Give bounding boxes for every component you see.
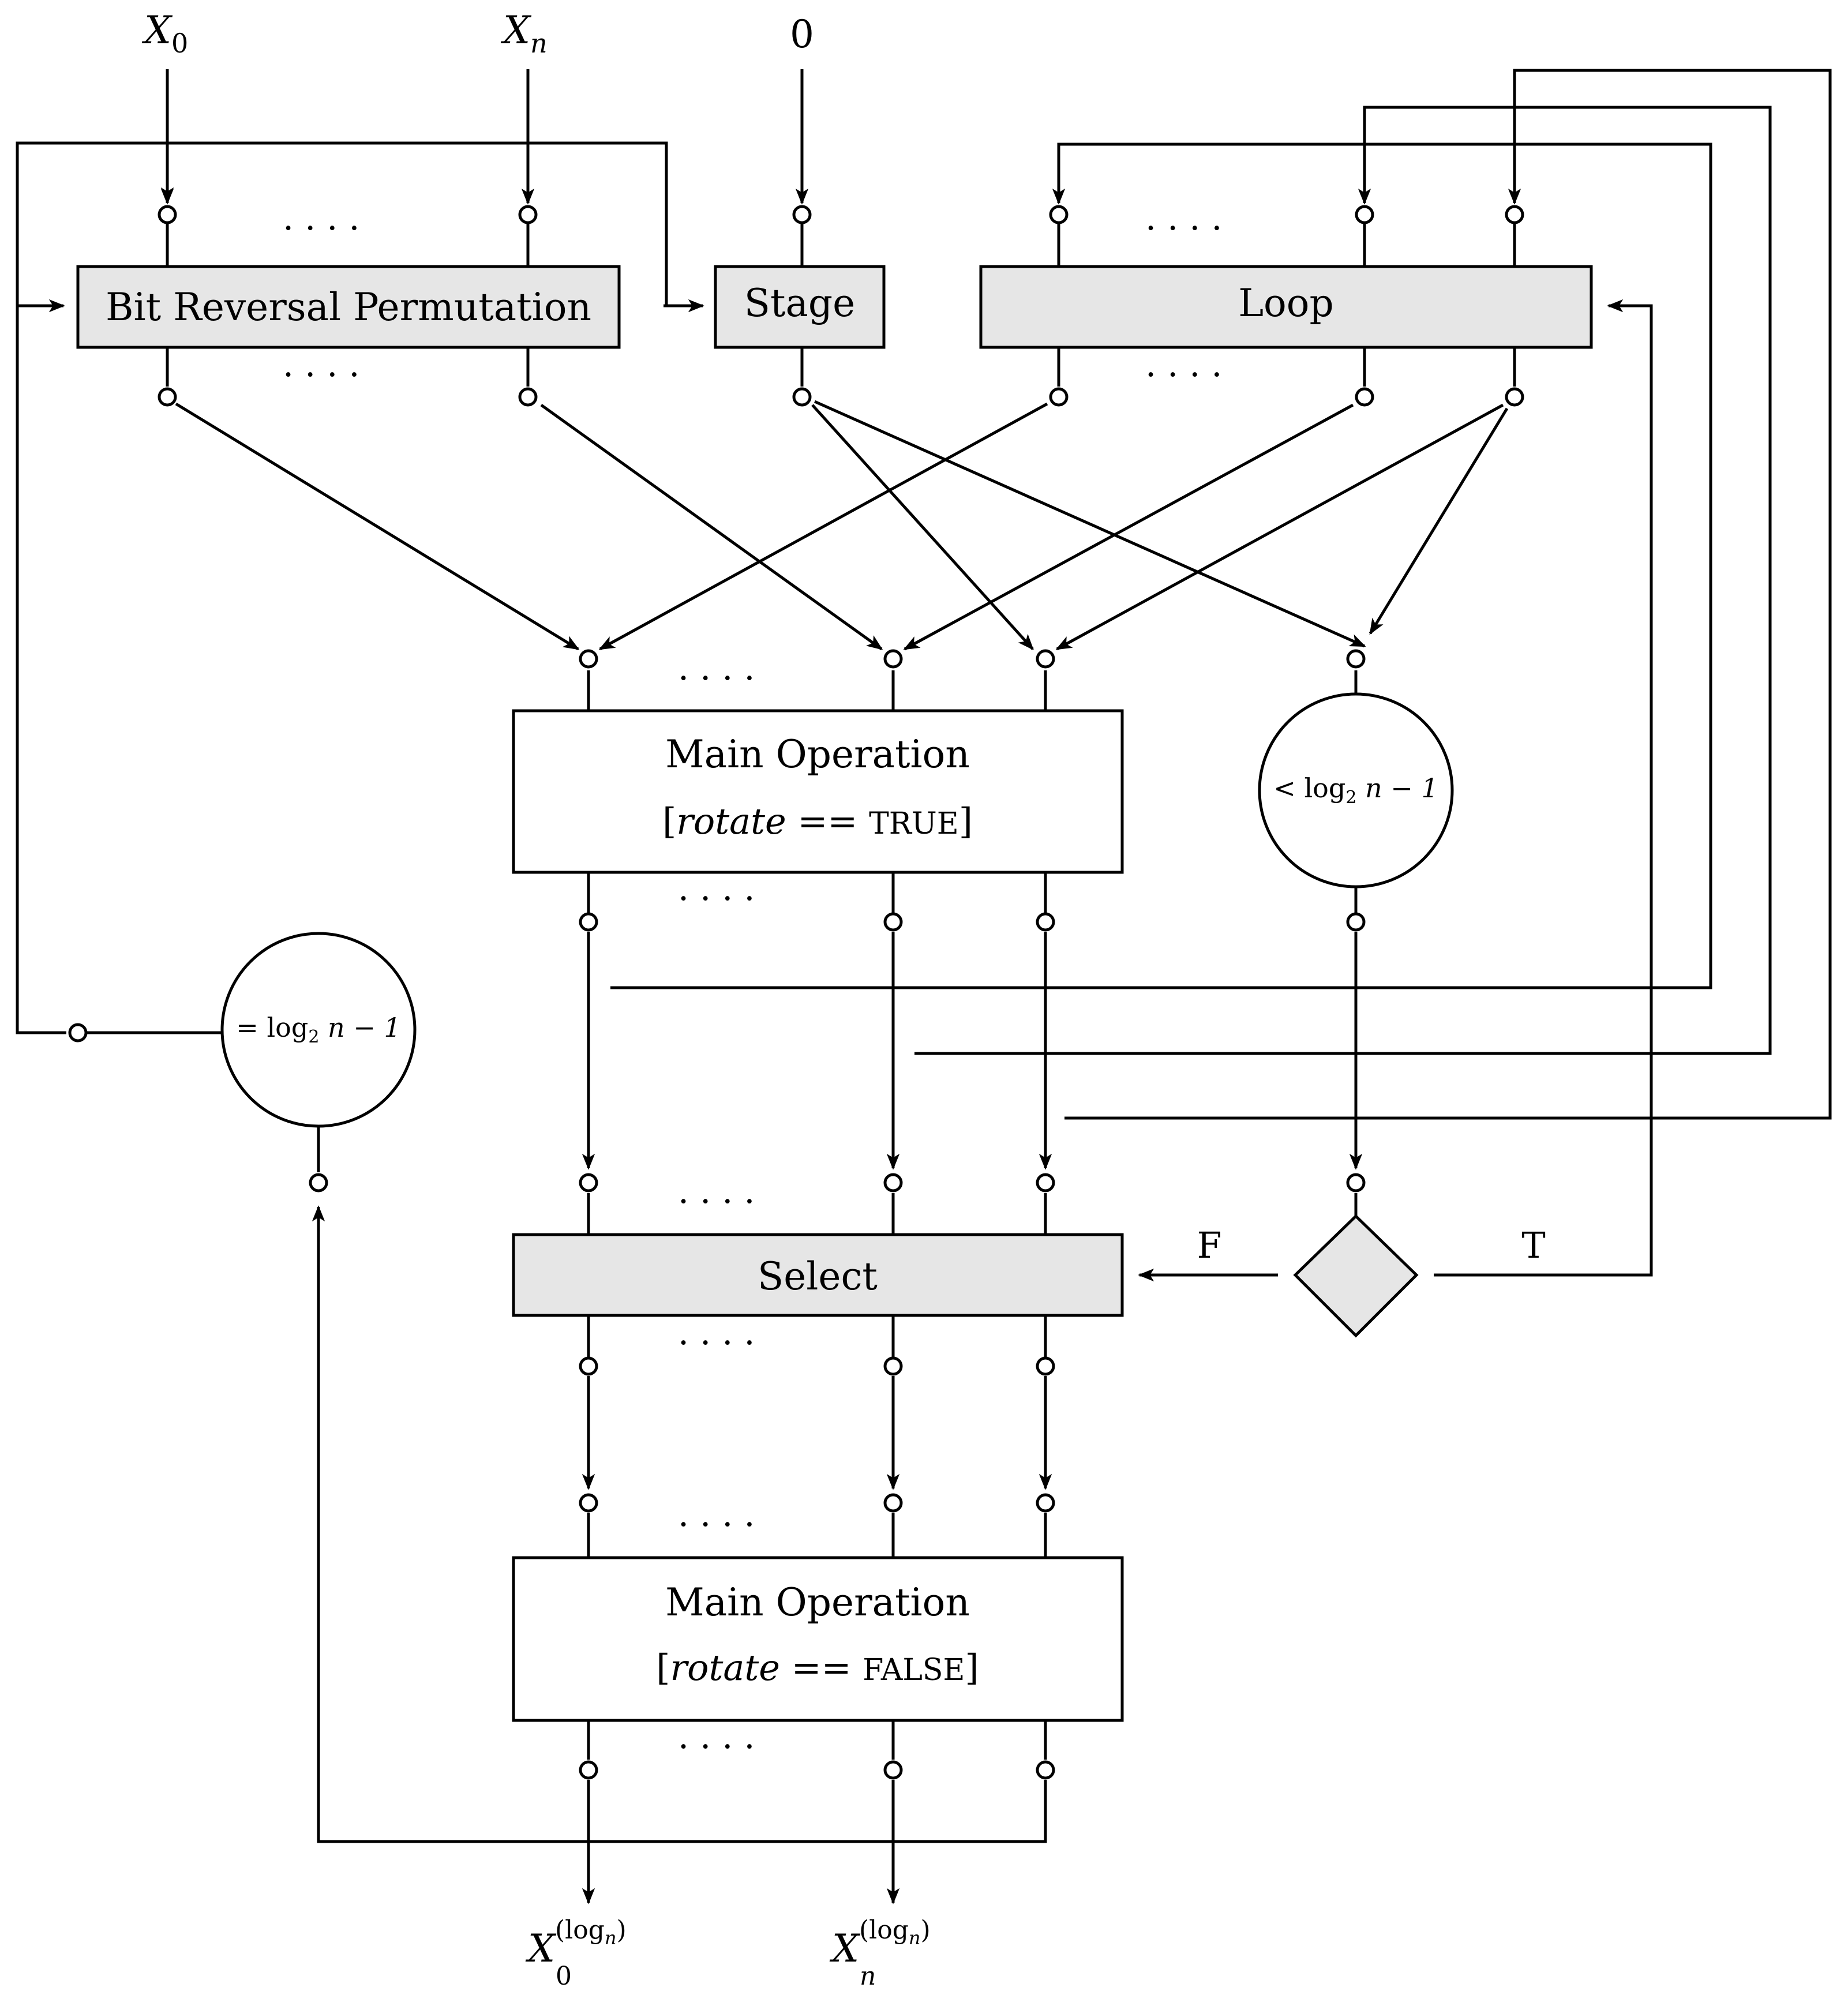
bit-reversal-block bbox=[76, 265, 621, 349]
false-branch-label: F bbox=[1197, 1224, 1221, 1266]
pin-node bbox=[883, 912, 903, 932]
feedback-wire-2 bbox=[914, 106, 1772, 1055]
ellipsis: . . . . bbox=[283, 344, 360, 385]
pin-node bbox=[1346, 649, 1366, 669]
pin-node bbox=[1049, 387, 1069, 407]
input-label-zero: 0 bbox=[790, 12, 814, 57]
pin-node bbox=[579, 1760, 598, 1780]
link-br0-mo1 bbox=[175, 402, 580, 651]
ellipsis: . . . . bbox=[678, 1494, 755, 1535]
link-brn-mo1 bbox=[540, 403, 883, 651]
pin-node bbox=[1036, 649, 1055, 669]
pin-node bbox=[1036, 912, 1055, 932]
ellipsis: . . . . bbox=[678, 1716, 755, 1757]
ellipsis: . . . . bbox=[1145, 198, 1223, 238]
ellipses: . . . . . . . . . . . . . . . . . . . . … bbox=[283, 198, 1223, 1757]
blocks bbox=[76, 265, 1593, 1722]
pin-node bbox=[1346, 912, 1366, 932]
pin-node bbox=[1355, 387, 1374, 407]
pin-node bbox=[1505, 205, 1524, 224]
true-branch-label: T bbox=[1521, 1224, 1545, 1266]
link-stage-mo1 bbox=[811, 404, 1034, 651]
equals-condition-circle bbox=[220, 932, 417, 1128]
output-label-xn: X(logn) bbox=[829, 1915, 931, 1971]
pin-node bbox=[1036, 1173, 1055, 1192]
pin-node bbox=[579, 649, 598, 669]
equals-label: = log2 n − 1 bbox=[236, 1012, 400, 1047]
pin-node bbox=[883, 1173, 903, 1192]
pin-node bbox=[518, 387, 538, 407]
pin-node bbox=[158, 205, 177, 224]
ellipsis: . . . . bbox=[678, 1312, 755, 1353]
pin-node bbox=[1036, 1356, 1055, 1376]
condition-labels: < log2 n − 1 = log2 n − 1 bbox=[236, 772, 1438, 1047]
pin-node bbox=[792, 205, 812, 224]
pin-node bbox=[792, 387, 812, 407]
pin-node bbox=[1036, 1760, 1055, 1780]
less-than-condition-circle bbox=[1258, 692, 1454, 888]
branch-true-wire bbox=[1434, 304, 1653, 1277]
main-op-false-title: Main Operation bbox=[665, 1580, 970, 1625]
link-loop2-cond bbox=[1369, 407, 1509, 635]
wire-layer bbox=[16, 69, 1832, 1904]
pin-node bbox=[579, 1493, 598, 1513]
pin-node bbox=[309, 1173, 328, 1192]
ellipsis: . . . . bbox=[283, 198, 360, 238]
pins bbox=[68, 205, 1524, 1780]
stage-label: Stage bbox=[744, 281, 855, 325]
pin-node bbox=[1505, 387, 1524, 407]
loop-label: Loop bbox=[1238, 281, 1334, 325]
link-loop1-mo1 bbox=[903, 403, 1354, 651]
ellipsis: . . . . bbox=[678, 868, 755, 909]
loop-block bbox=[979, 265, 1593, 349]
pin-node bbox=[579, 1173, 598, 1192]
main-op-true-condition: [rotate == TRUE] bbox=[662, 800, 973, 842]
pin-node bbox=[883, 1493, 903, 1513]
main-operation-true-block bbox=[512, 709, 1124, 874]
pin-node bbox=[158, 387, 177, 407]
final-feedback-wire bbox=[317, 1212, 1047, 1843]
output-labels: X(logn) 0 X(logn) n bbox=[525, 1915, 931, 1991]
input-labels: X0 Xn 0 bbox=[141, 8, 814, 59]
pin-node bbox=[1036, 1493, 1055, 1513]
ellipsis: . . . . bbox=[678, 648, 755, 688]
decision-diamond bbox=[1293, 1214, 1419, 1338]
connections bbox=[160, 69, 804, 204]
less-than-label: < log2 n − 1 bbox=[1273, 772, 1438, 808]
ellipsis: . . . . bbox=[1145, 344, 1223, 385]
pin-node bbox=[883, 649, 903, 669]
main-operation-false-block bbox=[512, 1556, 1124, 1722]
pin-node bbox=[579, 1356, 598, 1376]
main-op-false-condition: [rotate == FALSE] bbox=[656, 1647, 979, 1689]
link-stage-cond bbox=[814, 400, 1366, 648]
select-label: Select bbox=[758, 1254, 878, 1299]
ellipsis: . . . . bbox=[678, 1171, 755, 1212]
output-sub-xn: n bbox=[860, 1962, 876, 1991]
pin-node bbox=[1355, 205, 1374, 224]
output-label-x0: X(logn) bbox=[525, 1915, 627, 1971]
pin-node bbox=[68, 1023, 88, 1042]
pin-node bbox=[883, 1760, 903, 1780]
pin-node bbox=[883, 1356, 903, 1376]
input-label-xn: Xn bbox=[500, 8, 548, 59]
pin-node bbox=[518, 205, 538, 224]
input-label-x0: X0 bbox=[141, 8, 188, 59]
main-op-true-title: Main Operation bbox=[665, 732, 970, 777]
link-loop2-mo1 bbox=[1055, 403, 1504, 651]
pin-node bbox=[579, 912, 598, 932]
output-sub-x0: 0 bbox=[556, 1962, 572, 1991]
stage-block bbox=[714, 265, 886, 349]
bit-reversal-label: Bit Reversal Permutation bbox=[106, 285, 591, 329]
pin-node bbox=[1049, 205, 1069, 224]
block-labels: Bit Reversal Permutation Stage Loop Main… bbox=[106, 281, 1334, 1689]
link-loop0-mo1 bbox=[598, 402, 1048, 651]
select-block bbox=[512, 1233, 1124, 1317]
branch-labels: F T bbox=[1197, 1224, 1545, 1266]
pin-node bbox=[1346, 1173, 1366, 1192]
